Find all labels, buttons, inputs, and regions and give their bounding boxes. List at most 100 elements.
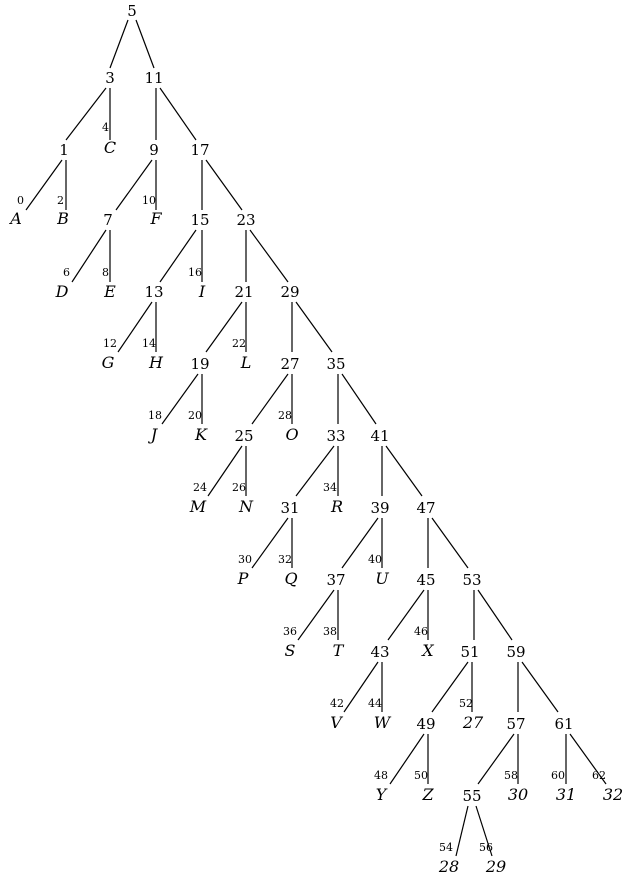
leaf-label: G: [102, 353, 115, 372]
edge-57-55: [477, 733, 515, 785]
leaf-label: C: [104, 138, 116, 157]
edge-41-47: [385, 445, 423, 497]
edge-9-7: [115, 159, 153, 211]
leaf-label: I: [198, 282, 206, 301]
internal-node: 5: [127, 2, 137, 20]
leaf-label: W: [374, 713, 392, 732]
leaf-number: 10: [142, 194, 156, 207]
edge-25-m: [207, 445, 243, 497]
leaf-label: N: [238, 497, 254, 516]
internal-node: 29: [280, 283, 299, 301]
internal-node: 19: [190, 355, 209, 373]
leaf-number: 40: [368, 553, 382, 566]
leaf-label: R: [330, 497, 343, 516]
leaf-label: P: [237, 569, 249, 588]
edge-21-19: [205, 301, 243, 353]
leaf-label: D: [55, 282, 69, 301]
leaf-number: 22: [232, 337, 246, 350]
internal-node: 45: [416, 571, 435, 589]
leaf-label: 29: [485, 857, 506, 876]
leaf-number: 16: [188, 266, 202, 279]
edge-5-3: [109, 19, 129, 69]
internal-nodes: 5 3 11 1 9 17 7 15 23 13 21 29 19 27 35 …: [59, 2, 573, 805]
leaf-number: 34: [323, 481, 337, 494]
leaf-label: Q: [284, 569, 297, 588]
internal-node: 35: [326, 355, 345, 373]
edge-35-41: [341, 373, 377, 425]
edge-19-j: [161, 373, 199, 425]
edge-53-59: [477, 589, 513, 641]
internal-node: 49: [416, 715, 435, 733]
leaf-label: 28: [438, 857, 459, 876]
edge-55-29: [475, 805, 493, 857]
edge-43-v: [343, 661, 379, 713]
leaf-number: 26: [232, 481, 246, 494]
leaf-label: S: [285, 641, 296, 660]
edge-33-31: [295, 445, 335, 497]
edge-45-43: [387, 589, 425, 641]
leaf-numbers: 0 2 4 6 8 10 12 14 16 18 20 22 24 26 28 …: [17, 121, 606, 854]
internal-node: 59: [506, 643, 525, 661]
edge-37-s: [297, 589, 335, 641]
leaf-number: 28: [278, 409, 292, 422]
leaf-number: 50: [414, 769, 428, 782]
internal-node: 51: [460, 643, 479, 661]
leaf-number: 42: [330, 697, 344, 710]
leaf-label: J: [148, 425, 159, 444]
leaf-number: 4: [102, 121, 109, 134]
leaf-number: 44: [368, 697, 382, 710]
edge-29-35: [295, 301, 333, 353]
edge-13-g: [117, 301, 153, 353]
internal-node: 47: [416, 499, 435, 517]
leaf-label: 32: [603, 785, 623, 804]
leaf-number: 18: [148, 409, 162, 422]
leaf-number: 48: [374, 769, 388, 782]
internal-node: 27: [280, 355, 299, 373]
leaf-number: 2: [57, 194, 64, 207]
leaf-label: 27: [462, 713, 484, 732]
edge-59-61: [521, 661, 559, 713]
internal-node: 37: [326, 571, 345, 589]
leaf-number: 58: [504, 769, 518, 782]
internal-node: 21: [234, 283, 253, 301]
internal-node: 57: [506, 715, 525, 733]
edge-5-11: [135, 19, 155, 69]
leaf-labels: A B C D E F G H I J K L M N O P Q R S T …: [8, 138, 623, 876]
internal-node: 43: [370, 643, 389, 661]
internal-node: 33: [326, 427, 345, 445]
leaf-label: L: [240, 353, 252, 372]
leaf-label: X: [420, 641, 434, 660]
internal-node: 9: [149, 141, 159, 159]
internal-node: 17: [190, 141, 209, 159]
edge-61-32: [569, 733, 607, 785]
internal-node: 13: [144, 283, 163, 301]
tree-edges: [25, 19, 607, 857]
leaf-label: F: [149, 209, 162, 228]
edge-23-29: [249, 229, 289, 283]
leaf-label: H: [148, 353, 164, 372]
internal-node: 11: [144, 69, 163, 87]
leaf-label: B: [56, 209, 69, 228]
leaf-number: 56: [479, 841, 493, 854]
leaf-number: 62: [592, 769, 606, 782]
leaf-label: 30: [508, 785, 528, 804]
edge-27-25: [251, 373, 289, 425]
leaf-number: 30: [238, 553, 252, 566]
internal-node: 23: [236, 211, 255, 229]
leaf-number: 46: [414, 625, 428, 638]
leaf-number: 52: [459, 697, 473, 710]
internal-node: 39: [370, 499, 389, 517]
leaf-number: 38: [323, 625, 337, 638]
edge-17-23: [205, 159, 243, 211]
leaf-number: 24: [193, 481, 207, 494]
internal-node: 31: [280, 499, 299, 517]
leaf-number: 14: [142, 337, 156, 350]
leaf-number: 32: [278, 553, 292, 566]
edge-3-1: [65, 87, 107, 141]
leaf-label: E: [103, 282, 116, 301]
leaf-number: 20: [188, 409, 202, 422]
edge-31-p: [251, 517, 289, 569]
internal-node: 61: [554, 715, 573, 733]
leaf-number: 54: [439, 841, 453, 854]
